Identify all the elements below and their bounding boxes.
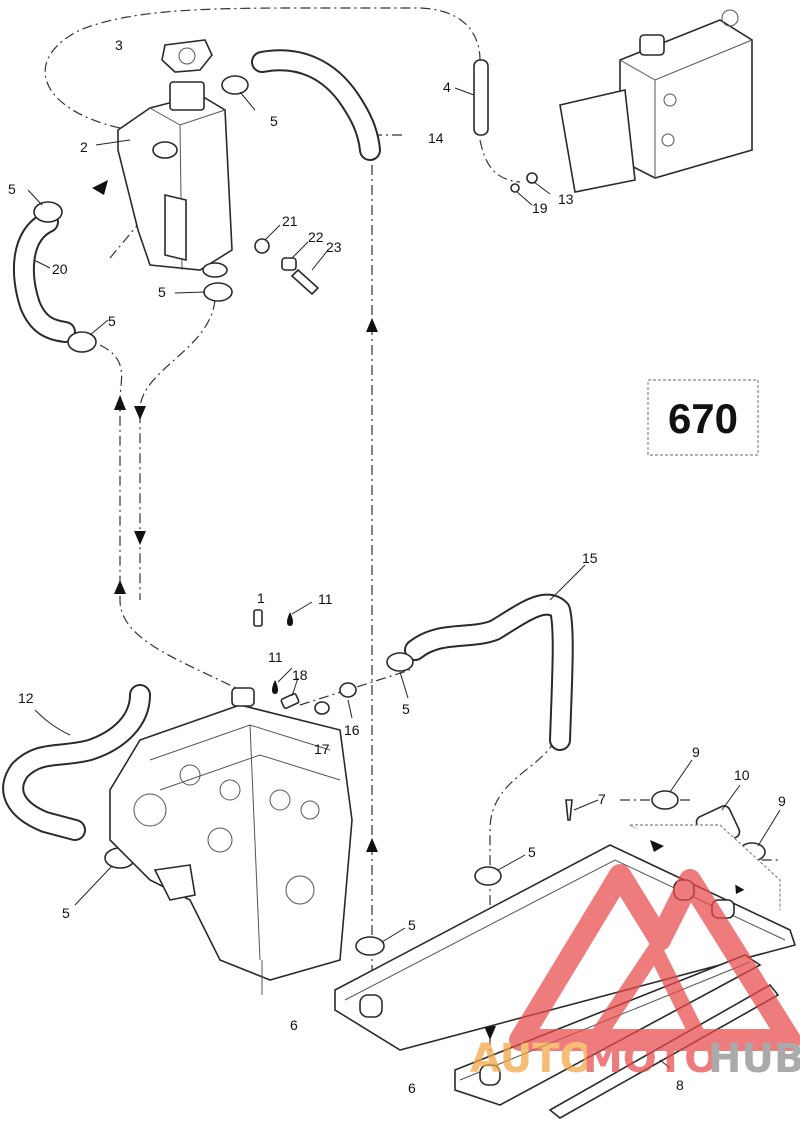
callout-9: 9	[692, 744, 700, 760]
fitting-19	[510, 183, 520, 193]
callout-23: 23	[326, 239, 342, 255]
callout-7: 7	[598, 791, 606, 807]
clamp-right	[474, 866, 502, 886]
tank-cap-3	[161, 39, 213, 73]
badge-frame	[647, 379, 759, 456]
flow-arrow-3	[134, 406, 146, 420]
callout-5: 5	[62, 905, 70, 921]
fittings	[253, 172, 573, 821]
callout-5: 5	[528, 844, 536, 860]
callout-17: 17	[314, 741, 330, 757]
callout-5: 5	[270, 113, 278, 129]
flow-line-top	[44, 7, 481, 129]
callout-4: 4	[443, 79, 451, 95]
callout-3: 3	[115, 37, 123, 53]
flow-line-right-down	[489, 739, 556, 1060]
sealant-drop-11a	[287, 612, 293, 626]
water-pump-housing	[133, 793, 167, 827]
callout-6: 6	[290, 1017, 298, 1033]
flow-arrow-8	[484, 1026, 496, 1040]
watermark-triangle-mark	[509, 864, 800, 1051]
sealant-drop-11b	[272, 680, 278, 694]
gasket-17	[314, 701, 330, 715]
clamp-tank-outlet	[203, 282, 233, 302]
flow-arrow-9	[650, 840, 664, 852]
hose-4	[473, 59, 489, 136]
callout-9: 9	[778, 793, 786, 809]
callout-21: 21	[282, 213, 298, 229]
flow-arrow-2	[114, 395, 126, 410]
clamp-15	[386, 652, 414, 672]
hose-clamps	[33, 75, 766, 956]
callout-1: 1	[257, 590, 265, 606]
callout-2: 2	[80, 139, 88, 155]
callout-5: 5	[402, 701, 410, 717]
watermark-word-auto: AUTO	[470, 1036, 594, 1082]
washer-21	[254, 238, 270, 254]
callout-20: 20	[52, 261, 68, 277]
callout-12: 12	[18, 690, 34, 706]
badge-number: 670	[668, 395, 738, 442]
flow-arrow-7	[366, 838, 378, 852]
flow-arrow-1	[92, 180, 108, 195]
callout-15: 15	[582, 550, 598, 566]
nut-22	[281, 257, 297, 271]
fitting-13	[526, 172, 538, 184]
engine-outlet	[231, 687, 255, 707]
callout-5: 5	[158, 284, 166, 300]
valve-cap	[639, 34, 665, 56]
elbow-16	[339, 682, 357, 698]
tank-bracket	[164, 193, 187, 262]
tank-inlet-spigot	[152, 141, 178, 159]
callout-11: 11	[268, 649, 283, 665]
fitting-18	[280, 692, 300, 710]
callout-11: 11	[318, 591, 333, 607]
callout-22: 22	[308, 229, 324, 245]
diagram-number-badge: 670	[647, 379, 759, 456]
callouts: 3 2 5 5 20 5 5 21 22 23 4 14 13 19 15 1 …	[8, 37, 786, 1096]
tank-neck	[169, 81, 205, 111]
radiator-inlet-a	[359, 994, 383, 1018]
hoses	[2, 49, 741, 849]
callout-8: 8	[676, 1077, 684, 1093]
callout-10: 10	[734, 767, 750, 783]
callout-19: 19	[532, 200, 548, 216]
flow-arrow-5	[114, 580, 126, 594]
leader-lines	[27, 87, 781, 1069]
callout-13: 13	[558, 191, 574, 207]
flow-arrow-6	[366, 318, 378, 332]
outlet-elbow	[153, 864, 196, 901]
clamp-left-upper	[33, 201, 63, 223]
flow-line-left-down	[99, 344, 241, 691]
clamp-9a	[651, 790, 679, 810]
flow-arrow-4	[134, 531, 146, 545]
watermark-word-moto: MOTO	[583, 1036, 718, 1082]
tank-outlet-spigot	[202, 262, 228, 278]
clamp-center	[355, 936, 385, 956]
radiator-inlet-b	[479, 1064, 501, 1086]
callout-5: 5	[8, 181, 16, 197]
callout-14: 14	[428, 130, 444, 146]
callout-6: 6	[408, 1080, 416, 1096]
bleeder-screw-1	[253, 609, 263, 627]
watermark-logo: AUTO MOTO HUB	[470, 864, 800, 1082]
valve-housing	[559, 89, 636, 193]
flow-line-4-down	[479, 139, 521, 183]
callout-18: 18	[292, 667, 308, 683]
clamp-left-lower	[67, 331, 97, 353]
coolant-tank	[117, 39, 233, 278]
engine-block	[109, 687, 353, 995]
callout-5: 5	[408, 917, 416, 933]
callout-16: 16	[344, 722, 360, 738]
upper-right-assembly	[559, 9, 753, 193]
engine-body	[109, 704, 353, 981]
screw-23	[290, 268, 320, 296]
callout-5: 5	[108, 313, 116, 329]
flow-line-left-up	[139, 299, 216, 600]
plug-7	[565, 799, 573, 821]
watermark-word-hub: HUB	[708, 1036, 800, 1082]
clamp-top	[221, 75, 249, 95]
